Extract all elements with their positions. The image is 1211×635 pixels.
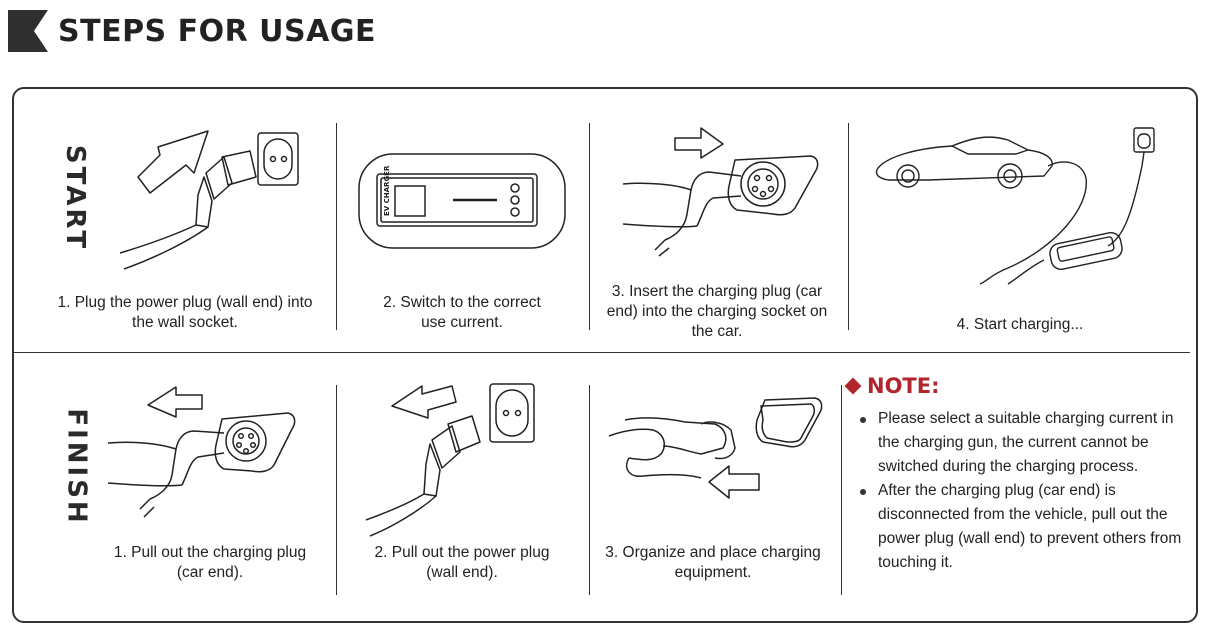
- pull-out-power-plug-illustration: [365, 383, 535, 537]
- car-charging-illustration: [875, 127, 1155, 285]
- device-brand-label: EV CHARGER: [383, 165, 391, 216]
- note-title: NOTE:: [867, 374, 940, 398]
- step-divider: [589, 123, 590, 330]
- row-divider: [12, 352, 1190, 353]
- start-step-3-caption: 3. Insert the charging plug (car end) in…: [606, 283, 828, 340]
- step-divider: [589, 385, 590, 595]
- organize-equipment-illustration: [608, 397, 823, 499]
- note-list: Please select a suitable charging curren…: [856, 407, 1186, 575]
- step-divider: [848, 123, 849, 330]
- instructions-panel: [12, 87, 1198, 623]
- start-step-4-caption: 4. Start charging...: [956, 316, 1084, 333]
- diamond-icon: [844, 377, 862, 395]
- step-divider: [336, 385, 337, 595]
- plug-into-wall-illustration: [119, 130, 299, 270]
- bullet-icon: [860, 489, 866, 495]
- step-divider: [336, 123, 337, 330]
- finish-step-2-caption: 2. Pull out the power plug (wall end).: [374, 544, 550, 581]
- finish-step-3-caption: 3. Organize and place charging equipment…: [605, 544, 821, 581]
- note-heading: NOTE:: [844, 374, 940, 398]
- note-item: Please select a suitable charging curren…: [856, 407, 1186, 479]
- note-item-text: After the charging plug (car end) is dis…: [878, 482, 1182, 571]
- charger-device-illustration: EV CHARGER: [358, 153, 566, 249]
- start-label: START: [60, 144, 91, 252]
- finish-label: FINISH: [61, 408, 92, 526]
- step-divider: [841, 385, 842, 595]
- start-step-2-caption: 2. Switch to the correct use current.: [383, 294, 541, 331]
- pull-out-charging-plug-illustration: [107, 386, 296, 518]
- note-item-text: Please select a suitable charging curren…: [878, 410, 1174, 475]
- finish-step-1-caption: 1. Pull out the charging plug (car end).: [113, 544, 307, 581]
- page-title: STEPS FOR USAGE: [58, 13, 376, 49]
- header-mark-icon: [8, 10, 48, 52]
- bullet-icon: [860, 417, 866, 423]
- section-header: STEPS FOR USAGE: [8, 10, 376, 52]
- start-step-1-caption: 1. Plug the power plug (wall end) into t…: [57, 294, 313, 331]
- insert-charging-plug-illustration: [622, 127, 819, 257]
- note-item: After the charging plug (car end) is dis…: [856, 479, 1186, 575]
